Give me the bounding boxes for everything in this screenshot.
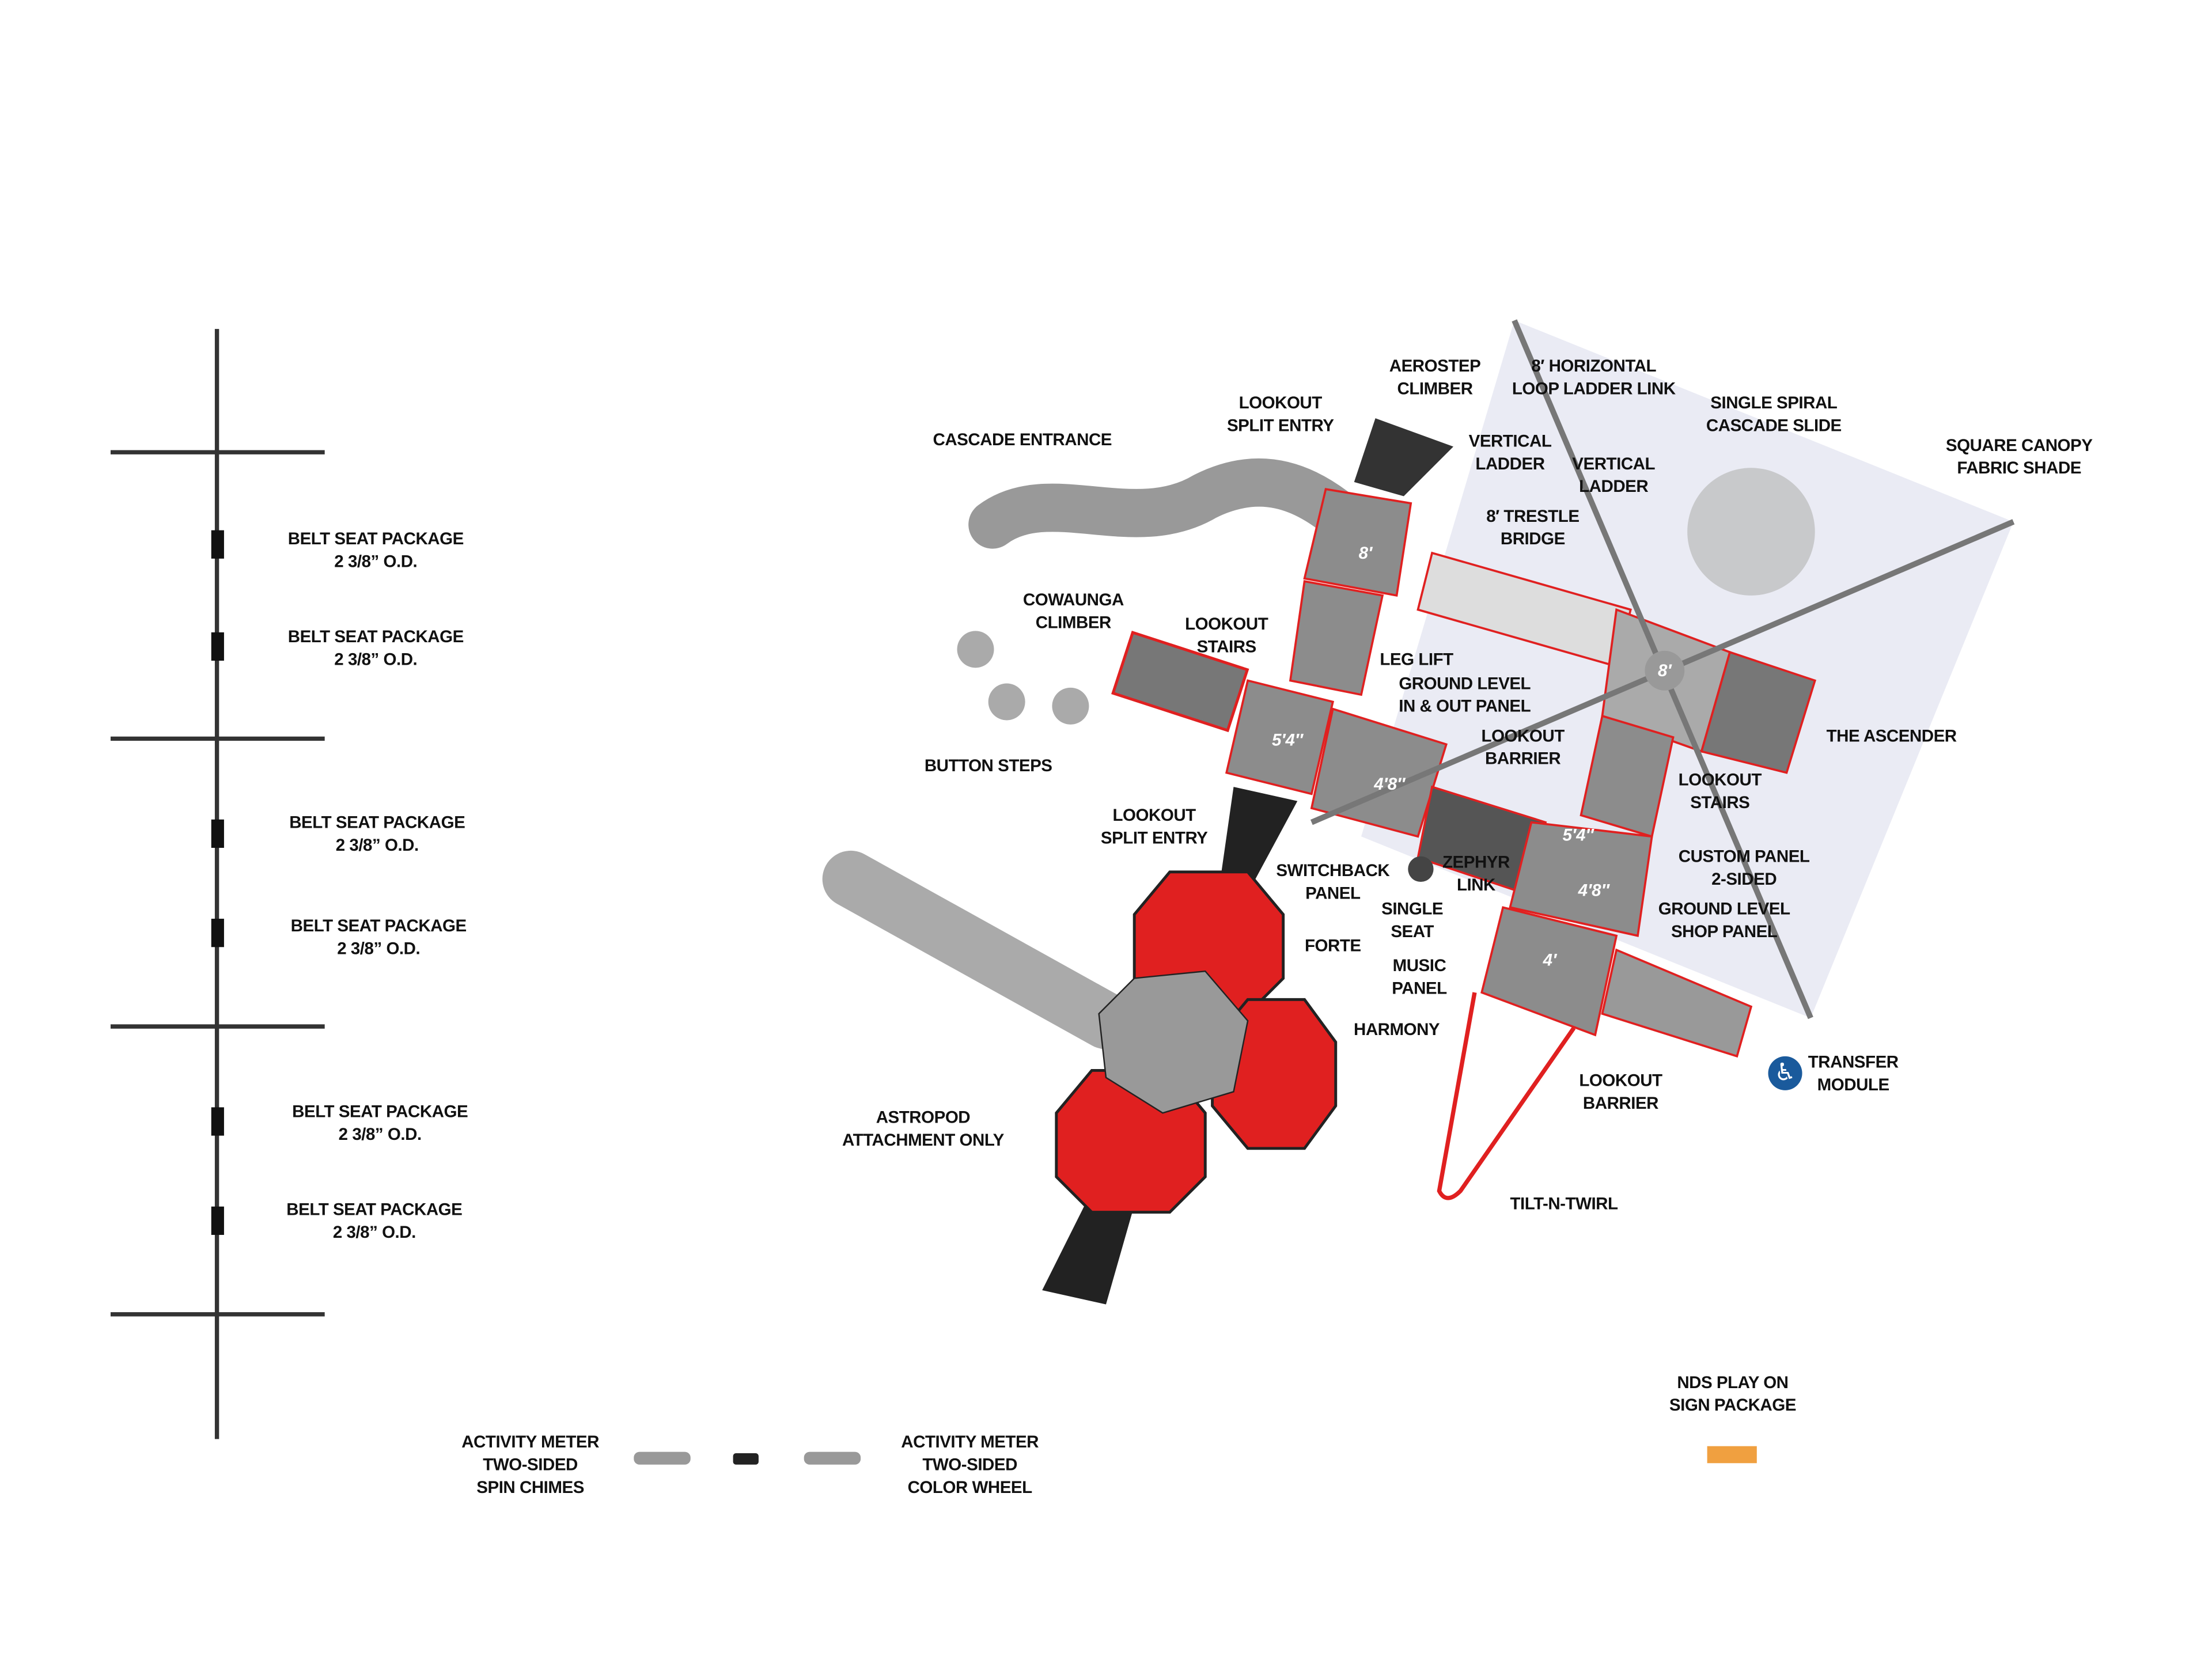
component-label: THE ASCENDER [1826,726,1957,746]
spiral-slide [1687,468,1815,596]
component-label: CASCADE ENTRANCE [933,429,1112,450]
split-entry [1219,787,1298,893]
accessibility-icon: ♿ [1768,1056,1802,1090]
swing-frame [110,329,325,1439]
zephyr-link [1408,856,1434,882]
component-label: FORTE [1304,935,1361,956]
belt-seats [211,530,224,1235]
color-wheel [804,1451,861,1465]
astropod [1098,970,1249,1114]
deck-height: 5′4″ [1271,730,1304,751]
component-label: HARMONY [1353,1019,1440,1040]
deck-height: 4′8″ [1578,880,1609,901]
activity-meter-post [733,1453,759,1465]
deck-height: 4′8″ [1374,774,1406,794]
component-label: BUTTON STEPS [924,755,1052,776]
deck-height: 8′ [1658,661,1672,681]
tilt-n-twirl [1437,992,1576,1200]
button-steps [957,631,1089,725]
deck-height: 8′ [1358,543,1373,563]
component-label: TILT-N-TWIRL [1510,1193,1618,1214]
deck-height: 5′4″ [1562,825,1594,846]
deck-height: 4′ [1543,950,1557,970]
cowaunga-climber [1111,630,1249,733]
astropod-slide [822,850,1135,1049]
nds-sign [1707,1446,1757,1464]
split-entry-2 [1042,1191,1135,1305]
aerostep-climber [1354,418,1454,497]
cascade-slide [968,458,1357,549]
spin-chimes [634,1451,691,1465]
component-label: LEG LIFT [1380,649,1453,669]
